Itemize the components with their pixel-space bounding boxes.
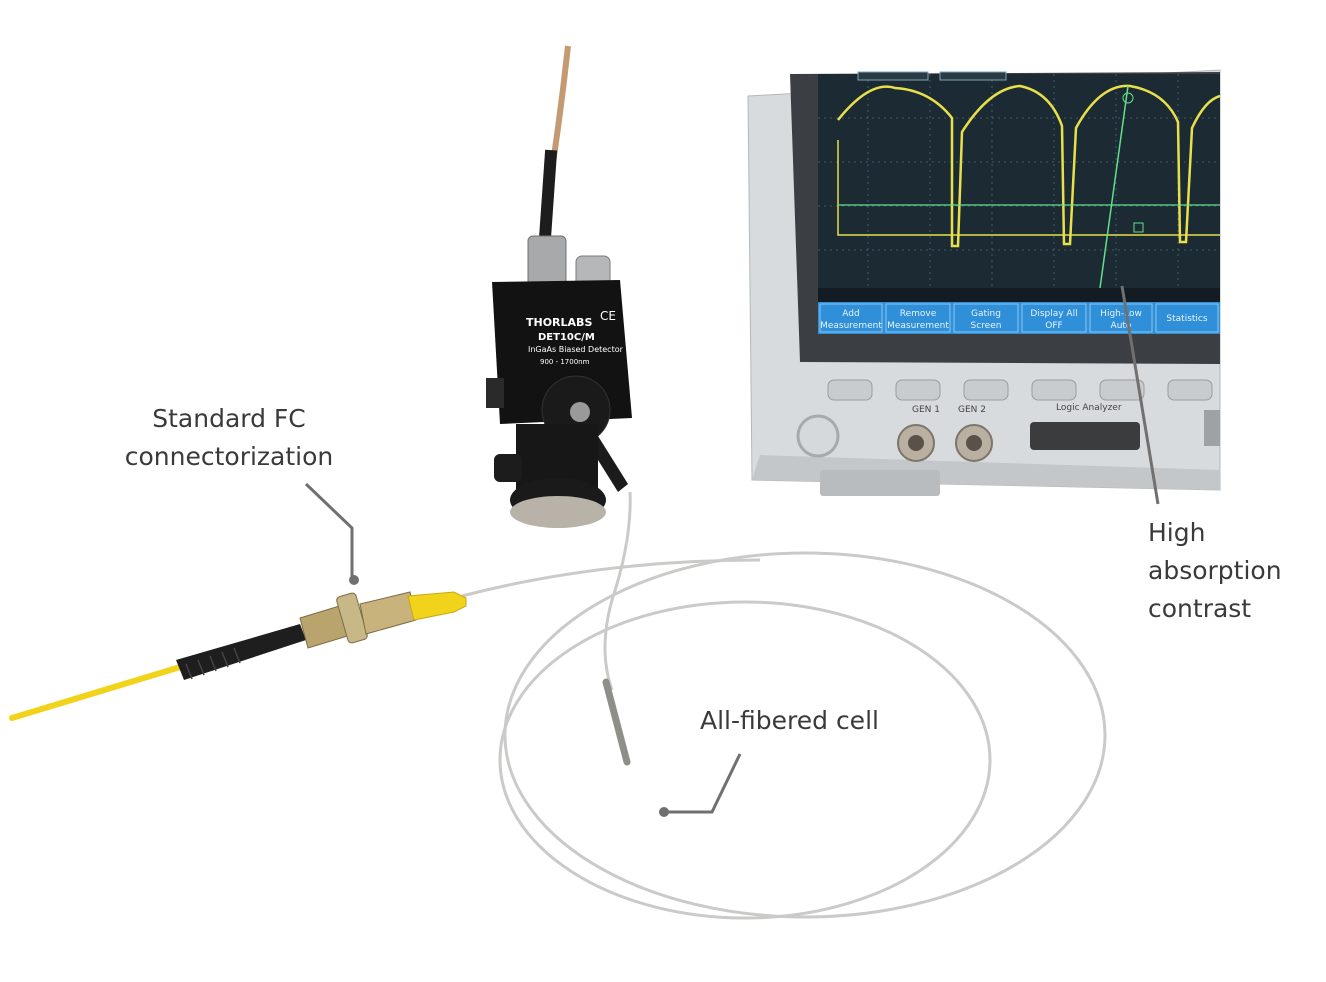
softkey-label: Statistics — [1166, 314, 1207, 324]
softkey-bar — [818, 302, 1220, 334]
front-panel-buttons — [827, 379, 1213, 401]
callout-line: Standard FC — [152, 404, 306, 433]
softkey-label: OFF — [1045, 321, 1062, 331]
detector-range: 900 - 1700nm — [540, 358, 590, 366]
gen1-connector[interactable] — [897, 424, 935, 462]
softkey-label: Auto — [1111, 321, 1132, 331]
softkey-label: Remove — [900, 309, 937, 319]
gen2-connector[interactable] — [955, 424, 993, 462]
logic-analyzer-label: Logic Analyzer — [1056, 403, 1122, 413]
front-button[interactable] — [827, 379, 873, 401]
detector-ce-mark: CE — [600, 309, 616, 323]
callout-line: connectorization — [124, 442, 334, 471]
softkey-label: Gating — [971, 309, 1001, 319]
softkey-label: Add — [842, 309, 859, 319]
fiber-coil — [461, 491, 1107, 920]
callout-fc-connectorization: Standard FC connectorization — [116, 400, 342, 476]
softkey-high-low[interactable]: High-Low Auto — [1089, 303, 1153, 333]
front-button[interactable] — [895, 379, 941, 401]
fc-mating-sleeve — [336, 592, 368, 644]
detector-label: THORLABS CE DET10C/M InGaAs Biased Detec… — [526, 309, 624, 366]
softkey-add-measurement[interactable]: Add Measurement — [819, 303, 883, 333]
oscilloscope: Add Measurement Remove Measurement Gatin… — [747, 69, 1221, 496]
softkey-menu: Add Measurement Remove Measurement Gatin… — [819, 303, 1219, 333]
detector-model: DET10C/M — [538, 332, 595, 343]
front-button[interactable] — [963, 379, 1009, 401]
front-button[interactable] — [1031, 379, 1077, 401]
leader-lines — [304, 285, 1160, 814]
power-knob[interactable] — [796, 414, 840, 458]
softkey-statistics[interactable]: Statistics — [1155, 303, 1219, 333]
detector-description: InGaAs Biased Detector — [528, 345, 624, 354]
softkey-label: Measurement — [887, 321, 949, 331]
callout-line: contrast — [1148, 594, 1252, 623]
detector-brand: THORLABS — [526, 316, 592, 329]
oscilloscope-trace — [837, 84, 1221, 248]
leader-dot-fc — [349, 575, 359, 585]
oscilloscope-screen — [818, 74, 1220, 288]
gen1-label: GEN 1 — [912, 405, 940, 415]
softkey-label: Screen — [971, 321, 1002, 331]
softkey-label: Display All — [1030, 309, 1077, 319]
softkey-gating[interactable]: Gating Screen — [953, 303, 1019, 333]
cursor-line — [1099, 85, 1129, 289]
logic-analyzer-port[interactable] — [1030, 422, 1140, 450]
callout-line: All-fibered cell — [700, 706, 879, 735]
leader-cell — [664, 753, 742, 814]
softkey-display-all[interactable]: Display All OFF — [1021, 303, 1087, 333]
yellow-patch-cable — [9, 661, 193, 721]
callout-all-fibered-cell: All-fibered cell — [700, 702, 879, 740]
fibered-cell — [602, 678, 631, 766]
callout-high-absorption-contrast: High absorption contrast — [1148, 514, 1282, 628]
softkey-remove-measurement[interactable]: Remove Measurement — [885, 303, 951, 333]
callout-line: High — [1148, 518, 1206, 547]
fc-connector-assembly — [9, 591, 467, 721]
front-button[interactable] — [1099, 379, 1145, 401]
leader-contrast — [1120, 285, 1160, 505]
softkey-label: Measurement — [820, 321, 882, 331]
front-button[interactable] — [1167, 379, 1213, 401]
callout-line: absorption — [1148, 556, 1282, 585]
photodetector: THORLABS CE DET10C/M InGaAs Biased Detec… — [486, 45, 632, 528]
leader-dot-cell — [659, 807, 669, 817]
gen2-label: GEN 2 — [958, 405, 986, 415]
softkey-label: High-Low — [1100, 309, 1142, 319]
leader-fc — [304, 482, 354, 578]
